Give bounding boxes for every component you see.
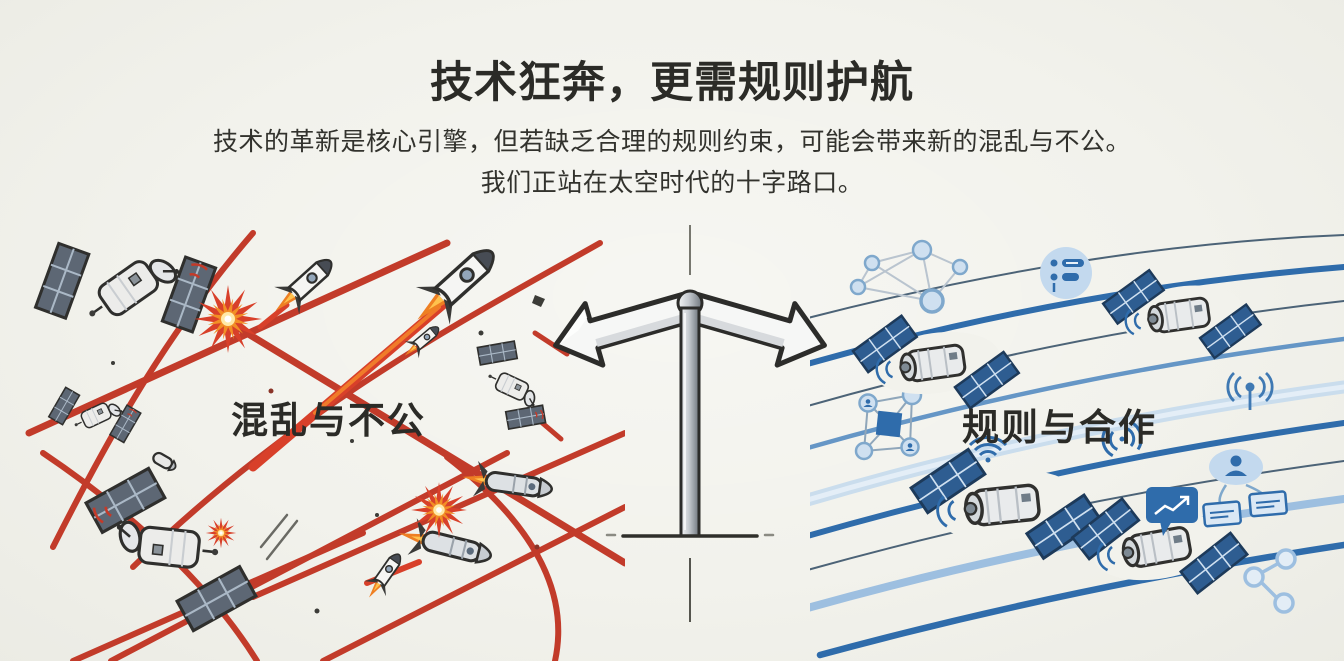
page-title: 技术狂奔，更需规则护航 — [430, 59, 914, 107]
debris-icon — [150, 449, 179, 474]
explosion-icon — [205, 517, 237, 549]
subtitle-line-1: 技术的革新是核心引擎，但若缺乏合理的规则约束，可能会带来新的混乱与不公。 — [212, 128, 1131, 156]
network-graph-icon — [849, 239, 969, 314]
chart-bubble-icon — [1146, 487, 1198, 536]
collaboration-icon — [1202, 449, 1288, 528]
checklist-circle-icon — [1040, 247, 1092, 299]
network-graph-icon — [854, 384, 923, 461]
crossroads-signpost — [553, 225, 827, 622]
signal-waves-icon — [1101, 420, 1143, 458]
satellite-icon — [39, 362, 150, 468]
antenna-broadcast-icon — [1226, 371, 1274, 410]
share-icon — [1243, 548, 1297, 614]
satellite-icon — [72, 460, 270, 639]
order-scene — [810, 234, 1344, 659]
rocket-icon — [357, 546, 411, 606]
ground-line — [605, 533, 775, 538]
order-label: 规则与合作 — [962, 407, 1157, 448]
chaos-scene — [15, 215, 625, 661]
signpost-pole — [676, 289, 704, 538]
wifi-icon — [968, 435, 1008, 463]
chaos-label: 混乱与不公 — [231, 400, 426, 441]
subtitle-line-2: 我们正站在太空时代的十字路口。 — [480, 169, 864, 197]
debris-icon — [111, 270, 545, 614]
left-arrow-sign — [553, 291, 693, 368]
orbit-lines — [810, 234, 1344, 659]
satellite-icon — [905, 434, 1106, 574]
